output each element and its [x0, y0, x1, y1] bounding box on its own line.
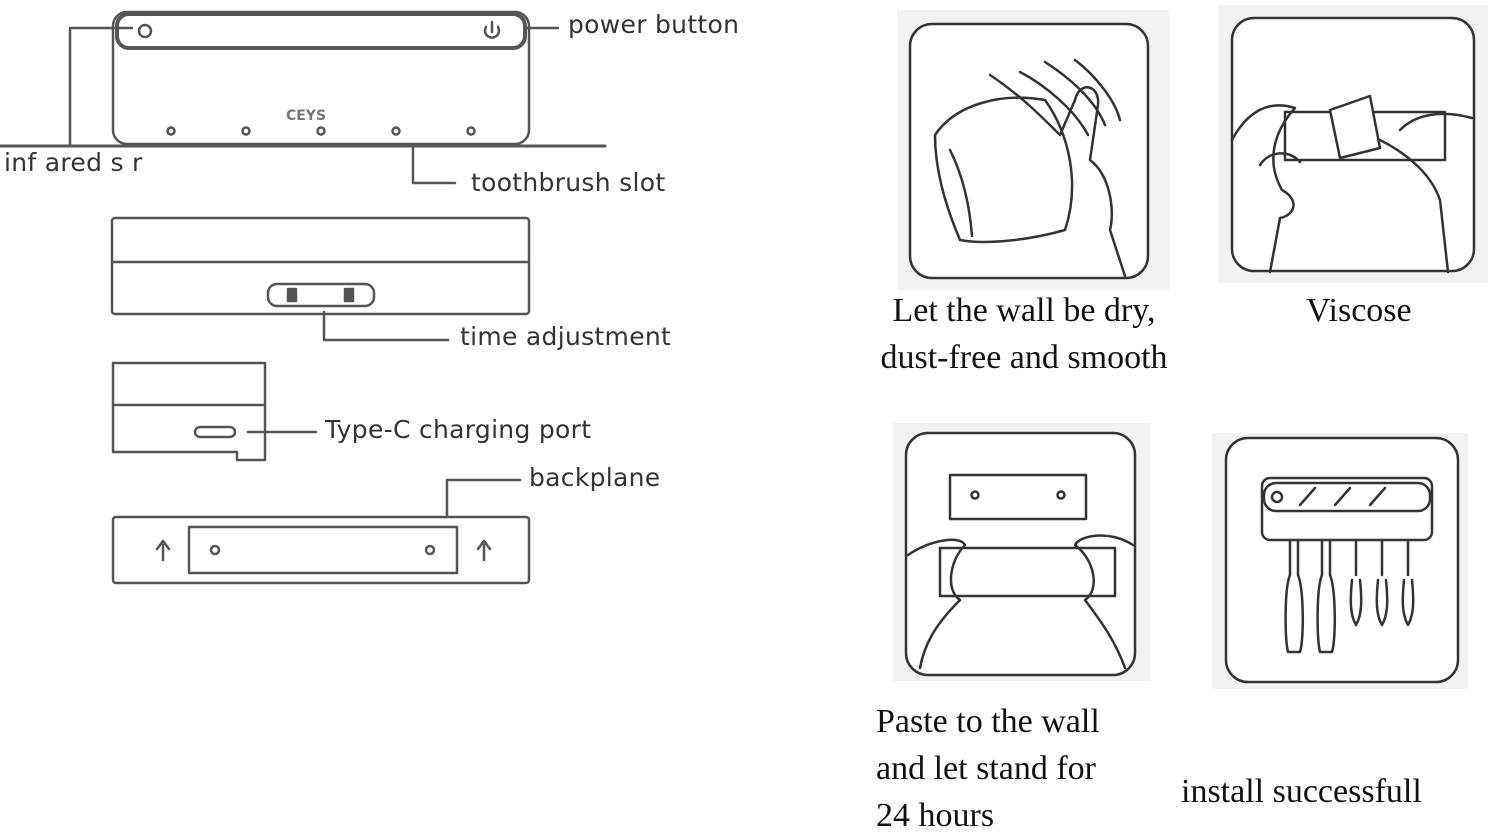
time-adjustment-label: time adjustment: [460, 322, 672, 351]
arrow-up-icon: [476, 539, 492, 562]
device-front-view: [0, 10, 607, 148]
power-button-label: power button: [568, 10, 740, 39]
step-installed-illustration: [1212, 433, 1468, 689]
time-adjustment-leader: [322, 310, 450, 342]
step-paste-illustration: [893, 423, 1151, 681]
arrow-up-icon: [155, 539, 171, 562]
step-4-caption: install successfull: [1181, 773, 1422, 810]
step-1-caption: Let the wall be dry, dust-free and smoot…: [880, 292, 1168, 376]
backplane-leader: [445, 478, 522, 519]
power-icon: [483, 20, 501, 39]
backplane-view: [111, 515, 531, 585]
step-viscose-illustration: [1218, 5, 1488, 283]
charging-port-label: Type-C charging port: [325, 415, 592, 444]
step-wipe-illustration: [897, 10, 1169, 290]
infrared-sensor-leader: [68, 26, 134, 147]
infrared-sensor-label: inf ared s r: [4, 148, 143, 177]
device-top-view: [110, 216, 531, 316]
step-2-caption: Viscose: [1306, 292, 1412, 329]
device-brand-text: CEYS: [286, 108, 326, 124]
step-3-caption: Paste to the wall and let stand for 24 h…: [876, 703, 1100, 834]
backplane-label: backplane: [529, 463, 661, 492]
toothbrush-slot-label: toothbrush slot: [471, 168, 666, 197]
toothbrush-slot-leader: [411, 144, 457, 185]
device-side-view: [111, 361, 267, 462]
